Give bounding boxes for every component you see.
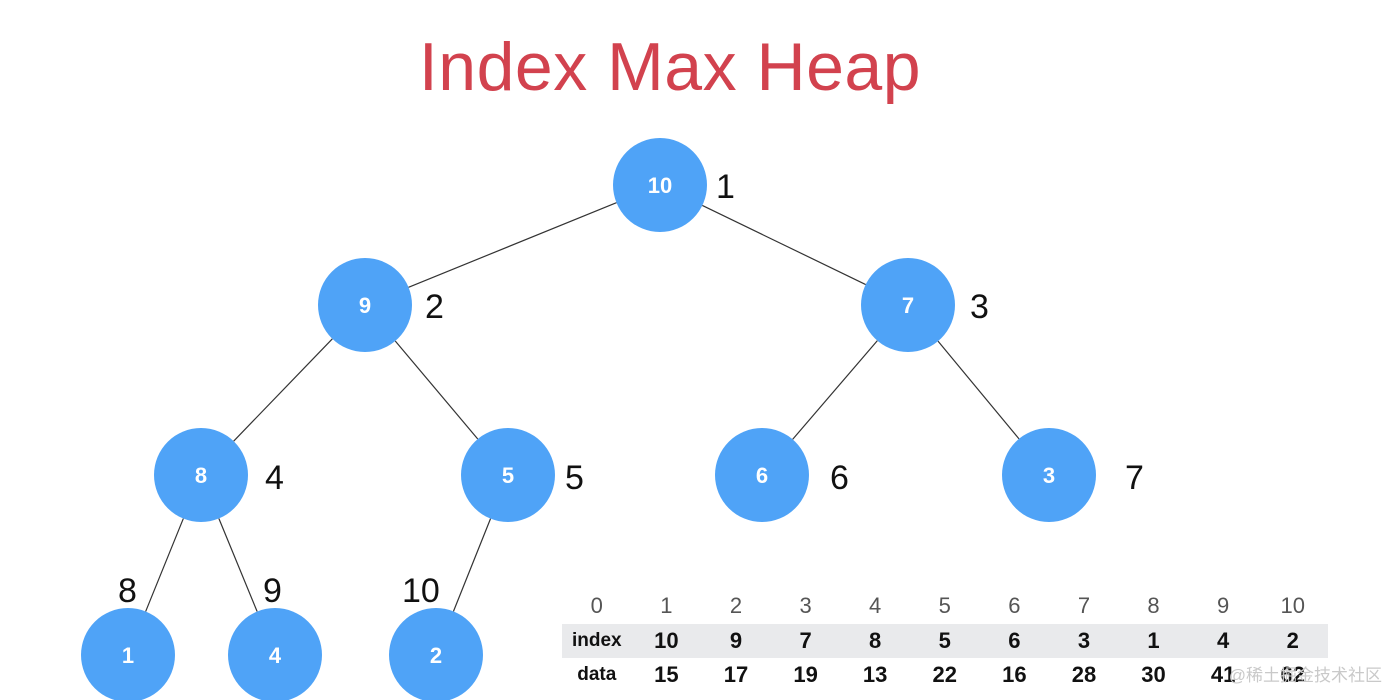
data-cell: 19 [793, 662, 818, 687]
heap-node: 49 [228, 572, 322, 700]
node-position-label: 5 [565, 459, 584, 497]
array-header-cell: 2 [729, 593, 743, 618]
index-cell: 10 [631, 624, 702, 658]
tree-edge [792, 340, 878, 440]
array-header-row: 0 1 2 3 4 5 6 7 8 9 10 [562, 588, 1328, 624]
node-position-label: 6 [830, 459, 849, 497]
data-cell: 30 [1141, 662, 1166, 687]
heap-node: 2 10 [389, 572, 483, 700]
node-position-label: 7 [1125, 459, 1144, 497]
array-header-cell: 10 [1280, 593, 1305, 618]
data-cell: 13 [862, 662, 888, 687]
node-circle [389, 608, 483, 700]
node-position-label: 8 [118, 572, 137, 610]
tree-edge [145, 518, 184, 612]
data-cell: 15 [654, 662, 679, 687]
index-cell: 1 [1118, 624, 1189, 658]
node-circle [81, 608, 175, 700]
node-position-label: 2 [425, 288, 444, 326]
data-cell: 22 [932, 662, 957, 687]
node-value: 10 [648, 173, 672, 198]
node-value: 8 [195, 463, 207, 488]
node-circle [715, 428, 809, 522]
node-circle [318, 258, 412, 352]
node-value: 2 [430, 643, 442, 668]
array-header-cell: 7 [1077, 593, 1091, 618]
node-circle [154, 428, 248, 522]
array-header-cell: 8 [1147, 593, 1160, 618]
tree-edge [408, 202, 617, 288]
node-position-label: 10 [402, 572, 440, 610]
node-circle [461, 428, 555, 522]
node-value: 4 [269, 643, 282, 668]
page-title: Index Max Heap [418, 29, 922, 105]
index-cell: 5 [909, 624, 980, 658]
index-cell: 6 [979, 624, 1050, 658]
data-cell: 41 [1210, 662, 1236, 687]
data-row-label: data [562, 658, 632, 692]
index-cell: 4 [1188, 624, 1258, 658]
node-value: 9 [359, 293, 371, 318]
array-header-cell: 9 [1217, 593, 1230, 618]
node-value: 1 [122, 643, 134, 668]
array-header-cell: 6 [1008, 593, 1021, 618]
array-header-cell: 5 [938, 593, 951, 618]
index-cell: 3 [1049, 624, 1119, 658]
tree-edge [233, 338, 333, 442]
array-header-cell: 0 [590, 593, 603, 618]
array-header-cell: 1 [660, 593, 673, 618]
tree-edge [937, 340, 1020, 440]
node-position-label: 1 [716, 168, 735, 206]
index-row-label: index [562, 624, 632, 658]
node-value: 6 [756, 463, 768, 488]
index-cell: 9 [701, 624, 771, 658]
data-cell: 17 [723, 662, 749, 687]
node-value: 5 [502, 463, 514, 488]
node-value: 3 [1043, 463, 1055, 488]
node-value: 7 [902, 293, 914, 318]
array-header-cell: 4 [869, 593, 882, 618]
data-cell: 62 [1280, 662, 1305, 687]
heap-node: 18 [81, 572, 175, 700]
tree-edge [394, 340, 479, 440]
index-cell: 2 [1257, 624, 1328, 658]
heap-node: 10 1 [613, 138, 735, 232]
array-header-cell: 3 [799, 593, 812, 618]
data-row: data 15 17 19 13 22 16 28 30 41 62 [562, 658, 1328, 692]
tree-edge [702, 204, 866, 286]
node-position-label: 3 [970, 288, 989, 326]
node-circle [613, 138, 707, 232]
node-circle [1002, 428, 1096, 522]
tree-edge [218, 518, 258, 612]
node-position-label: 9 [263, 572, 282, 610]
index-cell: 7 [770, 624, 841, 658]
data-cell: 16 [1002, 662, 1027, 687]
data-cell: 28 [1071, 662, 1097, 687]
watermark: @稀土掘金技术社区 [1228, 666, 1382, 685]
node-circle [861, 258, 955, 352]
index-cell: 8 [840, 624, 910, 658]
node-circle [228, 608, 322, 700]
tree-edges [145, 202, 1020, 612]
node-position-label: 4 [265, 459, 284, 497]
tree-edge [452, 518, 492, 612]
